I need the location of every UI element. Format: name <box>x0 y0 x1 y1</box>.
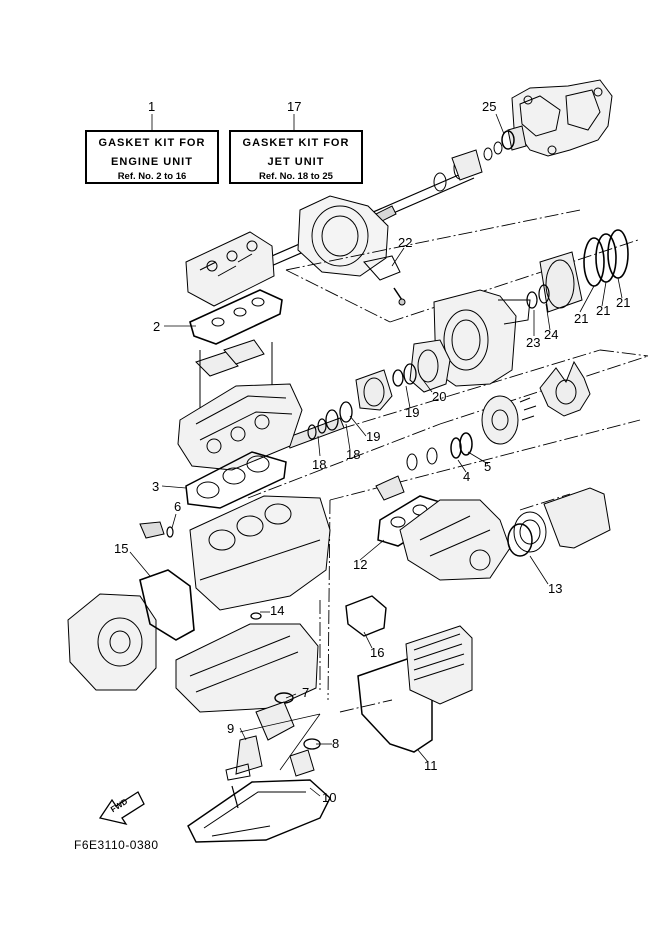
intermediate-housing <box>297 195 406 306</box>
kit-title: GASKET KIT FOR <box>242 137 350 149</box>
gasket-2-holes <box>211 297 265 327</box>
impeller-liner <box>539 251 583 313</box>
oil-pan-10 <box>187 779 331 843</box>
callout-11: 11 <box>424 758 438 773</box>
callout-5: 5 <box>484 459 492 474</box>
o-ring-25 <box>501 130 515 150</box>
callout-6: 6 <box>174 499 182 514</box>
callout-18-lower: 18 <box>312 457 327 472</box>
callout-21-b: 21 <box>596 303 611 318</box>
callout-23: 23 <box>526 335 541 350</box>
rings-21 <box>583 229 629 287</box>
callout-16: 16 <box>370 645 385 660</box>
callout-15: 15 <box>114 541 129 556</box>
callout-2: 2 <box>153 319 161 334</box>
head-cover-gasket-2 <box>189 289 283 345</box>
exhaust-manifold <box>399 499 511 581</box>
head-cover <box>185 231 275 307</box>
engine-gasket-kit-box: GASKET KIT FOR ENGINE UNIT Ref. No. 2 to… <box>85 130 219 184</box>
cylinder-block <box>189 495 331 611</box>
sensor-6 <box>139 521 174 539</box>
jet-housing <box>507 79 613 157</box>
crank-seal-parts <box>375 447 438 501</box>
callout-24: 24 <box>544 327 559 342</box>
kit-unit: ENGINE UNIT <box>111 156 193 168</box>
stator-gasket-15 <box>139 569 195 641</box>
muffler-gasket-13 <box>507 523 533 557</box>
callout-19-lower: 19 <box>366 429 381 444</box>
oil-pump-9 <box>225 701 295 781</box>
callout-13: 13 <box>548 581 563 596</box>
callout-20: 20 <box>432 389 447 404</box>
ecu-box <box>405 625 473 705</box>
muffler <box>513 487 611 553</box>
callout-18-upper: 18 <box>346 447 361 462</box>
jet-gasket-kit-box: GASKET KIT FOR JET UNIT Ref. No. 18 to 2… <box>229 130 363 184</box>
callout-1: 1 <box>148 99 156 114</box>
callout-8: 8 <box>332 736 340 751</box>
callout-leaders <box>129 113 623 797</box>
kit-unit: JET UNIT <box>267 156 325 168</box>
fwd-arrow <box>98 791 145 826</box>
callout-9: 9 <box>227 721 235 736</box>
washer-24 <box>538 284 550 304</box>
diagram-code: F6E3110-0380 <box>74 838 159 852</box>
kit-ref-range: Ref. No. 2 to 16 <box>117 171 187 182</box>
bearing-housing <box>355 339 451 411</box>
seal-5 <box>459 432 473 456</box>
callout-7: 7 <box>302 685 310 700</box>
o-ring-14 <box>250 612 262 620</box>
kit-ref-range: Ref. No. 18 to 25 <box>259 171 333 182</box>
oil-strainer-8 <box>289 738 321 777</box>
callout-10: 10 <box>322 790 337 805</box>
crankcase <box>175 623 319 713</box>
flywheel <box>481 395 537 445</box>
callout-14: 14 <box>270 603 285 618</box>
gasket-16 <box>345 595 387 637</box>
callout-3: 3 <box>152 479 160 494</box>
callout-25: 25 <box>482 99 497 114</box>
callout-19-upper: 19 <box>405 405 420 420</box>
kit-title: GASKET KIT FOR <box>98 137 206 149</box>
callout-21-a: 21 <box>574 311 589 326</box>
callout-12: 12 <box>353 557 368 572</box>
impeller <box>539 360 591 417</box>
stator-cover <box>67 593 157 691</box>
callout-4: 4 <box>463 469 471 484</box>
callout-17: 17 <box>287 99 302 114</box>
cylinder-head <box>177 383 303 471</box>
callout-21-c: 21 <box>616 295 631 310</box>
callout-22: 22 <box>398 235 413 250</box>
head-gasket-3 <box>185 451 287 509</box>
